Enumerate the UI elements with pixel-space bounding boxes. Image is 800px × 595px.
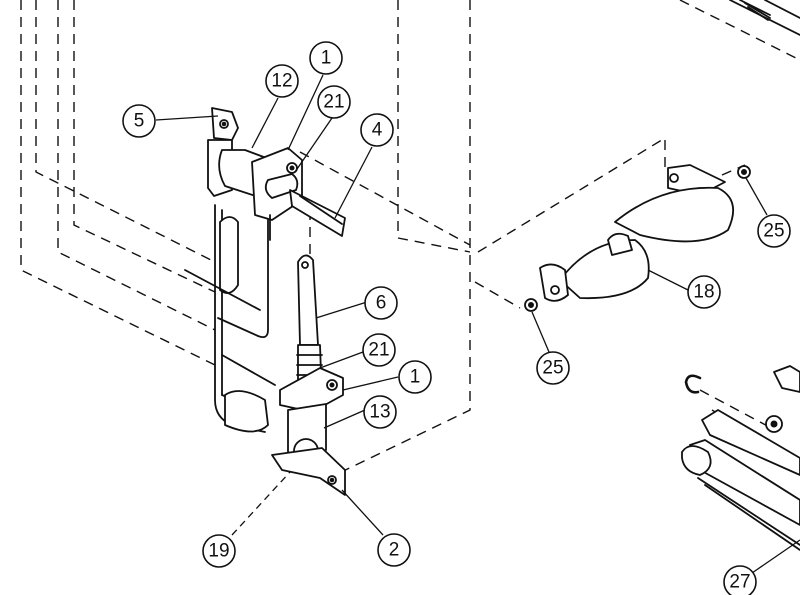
base-bracket-2 [271,447,346,496]
leader-1-mid [342,376,399,391]
leader-21-top [294,117,333,173]
leader-27 [751,539,800,574]
callout-label: 19 [208,541,229,562]
phantom-outline-4 [73,0,216,293]
callout-label: 25 [542,358,563,379]
callout-12: 12 [265,64,299,98]
shaft-4 [289,189,346,237]
phantom-lens-bracket [477,136,666,253]
callout-1-top: 1 [309,41,343,75]
lower-actuator-assembly [271,254,346,496]
callout-label: 2 [389,540,400,561]
callout-label: 21 [368,340,389,361]
leader-13 [323,409,366,429]
leader-5 [155,115,219,121]
phantom-outlines [20,0,800,476]
callout-label: 5 [134,111,145,132]
callout-5: 5 [122,104,156,138]
callout-19: 19 [202,534,236,568]
leader-2 [341,489,384,536]
callout-25-left: 25 [536,351,570,385]
leader-19 [231,471,291,536]
leader-18 [647,269,689,291]
phantom-axis-top [299,151,471,246]
callout-1-mid: 1 [398,360,432,394]
lens-hinge [607,232,633,256]
cable-bundle [184,204,276,433]
e-clip [684,374,702,394]
upper-bracket-assembly [207,107,346,241]
callouts: 5 12 1 21 4 6 21 1 [122,41,791,595]
callout-18: 18 [687,275,721,309]
rail-end [681,445,712,476]
callout-label: 13 [369,402,390,423]
lens-left [559,239,650,300]
phantom-outline-outer [20,0,216,366]
leader-lines [155,74,800,574]
phantom-lens-lower [474,281,521,309]
callout-25-right: 25 [757,214,791,248]
leader-6 [315,301,368,319]
rod-6 [297,254,319,346]
lens-assembly-18 [524,164,751,312]
phantom-outline-right-2 [334,0,471,476]
callout-label: 1 [410,367,421,388]
phantom-clip-line [699,389,776,431]
callout-21-top: 21 [317,85,351,119]
lens-right [614,186,735,243]
leader-21-mid [319,351,364,369]
leader-12 [251,97,279,149]
callout-label: 27 [729,572,750,593]
callout-27: 27 [723,565,757,595]
lens-end-cap [539,263,569,302]
callout-6: 6 [364,286,398,320]
callout-label: 12 [271,71,292,92]
callout-label: 6 [376,293,387,314]
callout-label: 21 [323,92,344,113]
phantom-outline-right-1 [397,0,471,253]
rail-bracket [773,365,800,393]
rail-top [701,409,800,476]
callout-21-mid: 21 [362,333,396,367]
leader-25-left [531,311,550,353]
phantom-outline-3 [57,0,216,331]
callout-4: 4 [360,113,394,147]
callout-13: 13 [363,395,397,429]
leader-25-right [745,177,768,216]
callout-label: 25 [763,221,784,242]
phantom-outline-box-diag [679,0,800,61]
leader-4 [334,146,373,219]
frame-hatch [729,0,800,36]
leader-1-top [287,74,324,151]
rail-assembly-27 [681,365,800,551]
callout-2: 2 [377,533,411,567]
callout-label: 1 [321,48,332,69]
callout-label: 18 [693,282,714,303]
callout-label: 4 [372,120,383,141]
phantom-outline-2 [35,0,216,263]
